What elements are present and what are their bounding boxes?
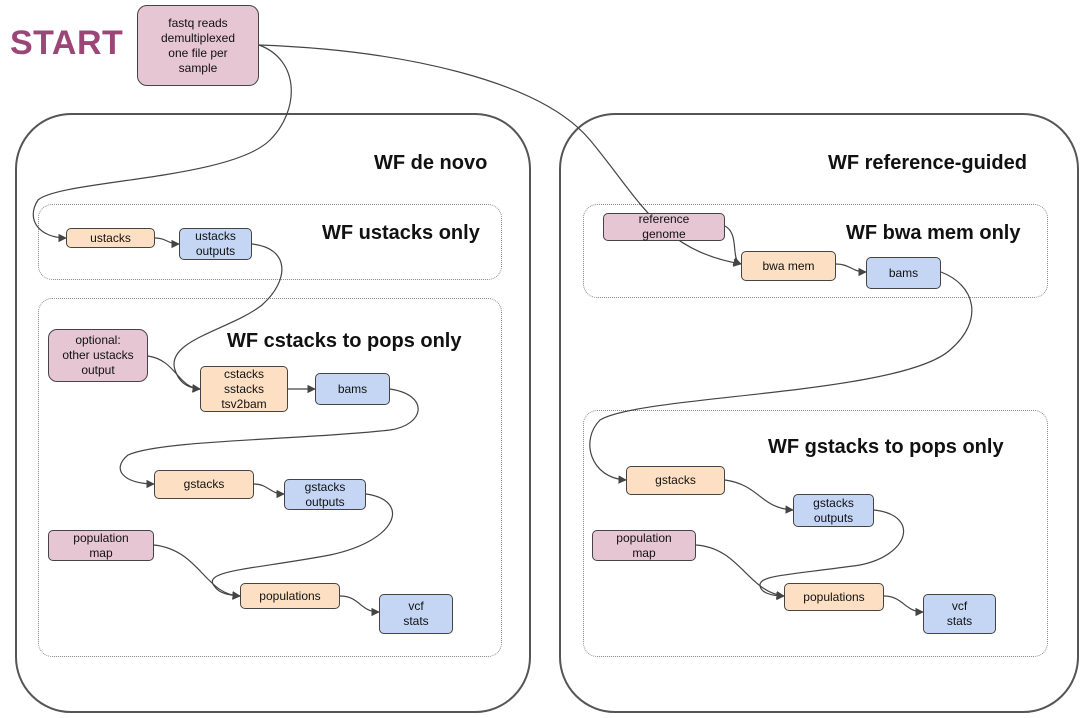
node-bams-reference[interactable]: bams: [866, 257, 941, 289]
title-wf-de-novo: WF de novo: [374, 152, 488, 174]
edge-ustacks-to-ustacks-outputs: [154, 237, 180, 249]
edge-popmap-to-populations-ref: [695, 544, 785, 600]
node-gstacks-de-novo[interactable]: gstacks: [154, 470, 254, 499]
edge-populations-to-vcf-ref: [883, 595, 924, 617]
title-wf-cstacks-to-pops: WF cstacks to pops only: [227, 330, 462, 352]
start-label: START: [10, 24, 124, 62]
node-fastq-reads[interactable]: fastq reads demultiplexed one file per s…: [137, 5, 259, 86]
node-optional-ustacks-output[interactable]: optional: other ustacks output: [48, 329, 148, 382]
node-ustacks-outputs[interactable]: ustacks outputs: [179, 228, 252, 260]
wf-cstacks-to-pops-container: [38, 298, 502, 657]
edge-populations-to-vcf: [339, 595, 380, 617]
node-gstacks-reference[interactable]: gstacks: [626, 466, 725, 495]
node-vcf-stats-reference[interactable]: vcf stats: [923, 594, 996, 634]
edge-fastq-to-ustacks: [32, 44, 292, 243]
edge-ustacks-outputs-to-cstacks: [173, 243, 283, 393]
wf-gstacks-to-pops-container: [583, 410, 1048, 657]
node-ustacks[interactable]: ustacks: [66, 228, 155, 248]
node-populations-de-novo[interactable]: populations: [240, 583, 340, 609]
edge-bams-to-gstacks-ref: [589, 271, 973, 484]
node-vcf-stats-de-novo[interactable]: vcf stats: [379, 594, 453, 634]
edge-gstacks-outputs-to-populations: [211, 493, 394, 600]
edge-gstacks-to-gstacks-outputs: [253, 483, 285, 499]
node-bwa-mem[interactable]: bwa mem: [741, 251, 836, 281]
edge-gstacks-outputs-to-populations-ref: [759, 509, 905, 601]
edge-optional-to-cstacks: [147, 355, 201, 393]
title-wf-ustacks-only: WF ustacks only: [322, 222, 480, 244]
node-population-map-de-novo[interactable]: population map: [48, 530, 154, 561]
edge-reference-genome-to-bwa-mem: [724, 225, 742, 266]
wf-ustacks-only-container: [38, 204, 502, 280]
node-gstacks-outputs-reference[interactable]: gstacks outputs: [793, 494, 874, 527]
node-cstacks-sstacks-tsv2bam[interactable]: cstacks sstacks tsv2bam: [200, 366, 288, 412]
title-wf-gstacks-to-pops: WF gstacks to pops only: [768, 436, 1004, 458]
wf-bwa-mem-only-container: [583, 204, 1048, 298]
edge-popmap-to-populations: [153, 544, 241, 600]
edge-bams-to-gstacks: [119, 388, 419, 489]
title-wf-bwa-mem-only: WF bwa mem only: [846, 222, 1021, 244]
wf-de-novo-container: [15, 113, 531, 713]
node-reference-genome[interactable]: reference genome: [603, 212, 725, 241]
edge-gstacks-to-gstacks-outputs-ref: [724, 479, 794, 514]
node-gstacks-outputs-de-novo[interactable]: gstacks outputs: [284, 479, 366, 510]
node-populations-reference[interactable]: populations: [784, 583, 884, 611]
node-bams-de-novo[interactable]: bams: [315, 373, 390, 405]
edge-bwa-mem-to-bams: [835, 263, 867, 277]
title-wf-reference-guided: WF reference-guided: [828, 152, 1027, 174]
wf-reference-guided-container: [559, 113, 1079, 713]
node-population-map-reference[interactable]: population map: [592, 530, 696, 561]
